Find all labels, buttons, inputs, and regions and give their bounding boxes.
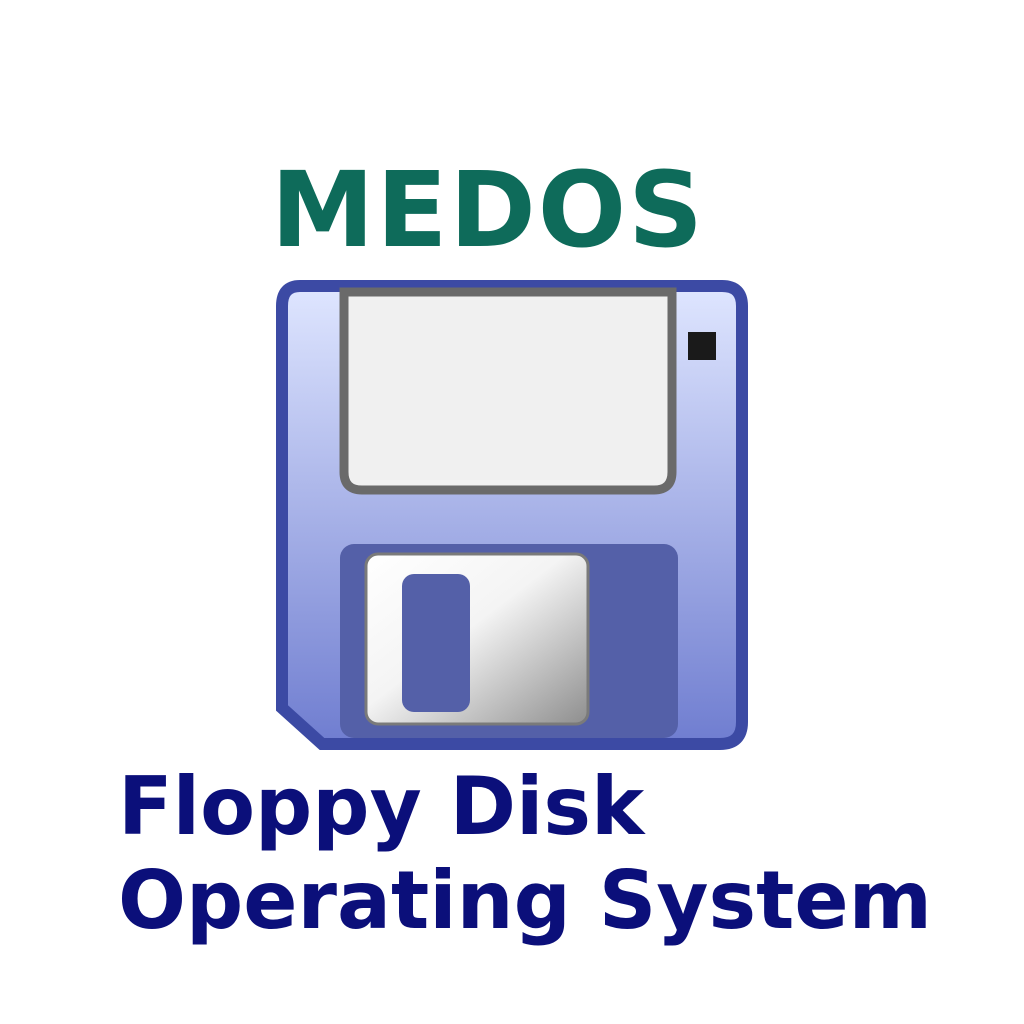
subtitle-line-1: Floppy Disk bbox=[118, 760, 645, 853]
subtitle-line-2: Operating System bbox=[118, 854, 932, 947]
write-protect-notch bbox=[688, 332, 716, 360]
shutter-window bbox=[402, 574, 470, 712]
metal-shutter bbox=[364, 552, 590, 726]
logo-subtitle: Floppy Disk Operating System bbox=[118, 760, 998, 948]
floppy-disk-icon bbox=[276, 280, 748, 750]
disk-label bbox=[339, 287, 677, 495]
logo-title: MEDOS bbox=[270, 149, 706, 271]
